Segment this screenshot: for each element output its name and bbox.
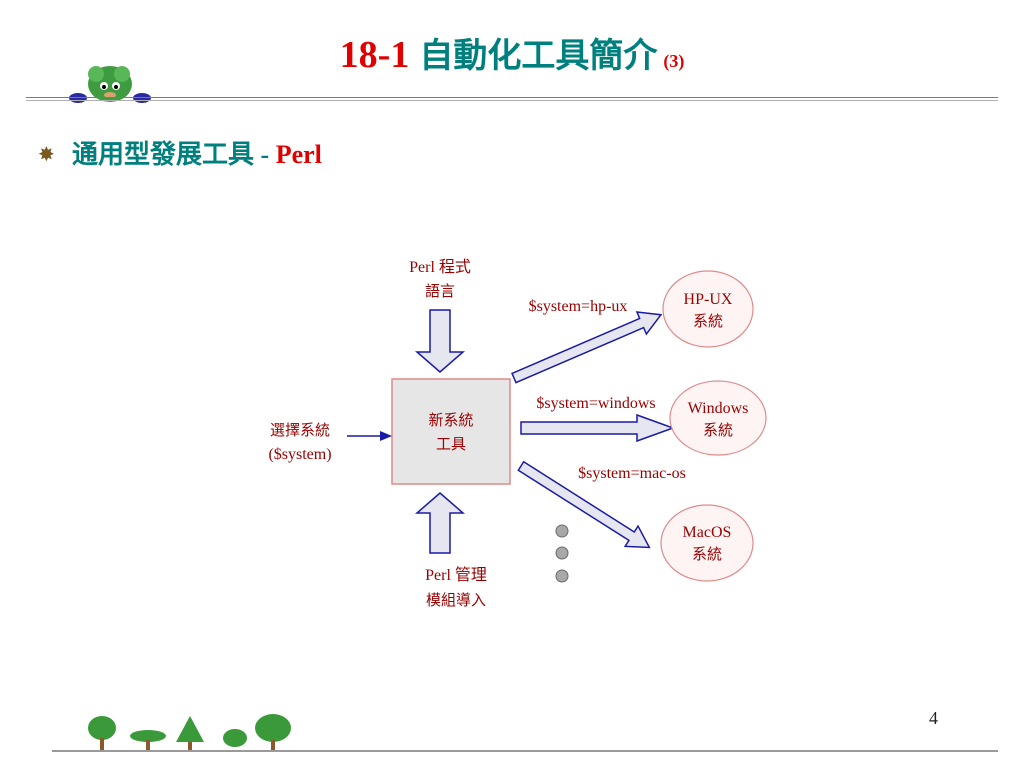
mascot-illustration [69,66,151,103]
hp-ux-node [662,270,754,348]
perl-language-label-2: 語言 [425,282,455,300]
macos-label-2: 系統 [692,545,722,563]
perl-language-label-1: Perl 程式 [409,258,471,276]
bullet-dash: - [254,140,276,169]
macos-node [660,504,754,582]
hp-ux-label-2: 系統 [693,312,723,330]
ellipsis-dot [555,546,569,560]
ellipsis-dot [555,524,569,538]
select-system-label-2: ($system) [268,446,331,463]
perl-modules-label-1: Perl 管理 [425,566,487,584]
input-arrow-head [380,431,392,441]
title-number: 18-1 [339,34,410,76]
trees-footer-illustration [88,714,291,750]
page-number: 4 [929,708,938,728]
perl-modules-label-2: 模組導入 [426,591,486,609]
bullet-icon: ✸ [38,142,55,166]
hp-ux-label-1: HP-UX [684,291,733,308]
windows-node [669,380,767,456]
bullet-en: Perl [275,140,322,169]
title-suffix: (3) [663,51,685,71]
condition-windows: $system=windows [536,395,655,412]
windows-label-2: 系統 [703,421,733,439]
branch-arrow-hp-ux [511,311,663,384]
title-rule-shadow [26,100,998,101]
windows-label-1: Windows [688,400,749,417]
bullet-heading: 通用型發展工具 - Perl [72,134,322,171]
down-arrow [414,309,466,373]
new-tool-label-1: 新系統 [428,411,473,429]
up-arrow [414,492,466,554]
condition-hp-ux: $system=hp-ux [529,298,628,315]
bullet-zh: 通用型發展工具 [72,140,255,170]
branch-arrow-windows [520,413,676,443]
footer-rule [52,750,998,752]
title-text: 自動化工具簡介 [419,36,658,76]
title-rule [26,97,998,98]
macos-label-1: MacOS [683,524,732,541]
branch-arrow-macos [517,460,651,549]
new-tool-box [391,378,511,485]
ellipsis-dot [555,569,569,583]
select-system-label-1: 選擇系統 [270,421,330,439]
new-tool-label-2: 工具 [436,435,466,453]
condition-mac-os: $system=mac-os [578,465,686,482]
